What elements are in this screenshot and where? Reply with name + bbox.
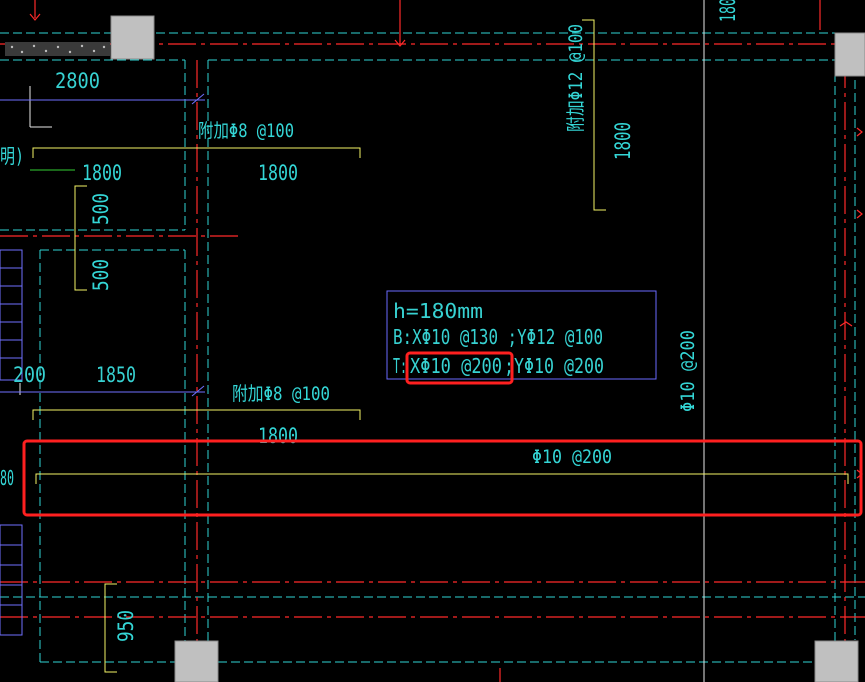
slab-thickness: h=180mm [393,299,483,323]
dim-500-a: 500 [89,193,113,225]
slab-top-rebar-prefix: T: [393,354,407,378]
dim-1800-mid: 1800 [258,161,298,185]
dim-950: 950 [114,610,138,642]
beam-lines [0,32,865,663]
blue-dim-lines [0,93,205,636]
hatch-dots [10,44,106,54]
dim-200: 200 [13,363,46,387]
rebar-lines [32,19,849,673]
slab-note[interactable]: h=180mm B:XΦ10 @130 ;YΦ12 @100 T: XΦ10 @… [386,290,657,380]
dim-1800-left: 1800 [82,161,122,185]
left-edge-fragment: 明) [0,144,24,168]
label-right-vertical: Φ10 @200 [677,330,699,412]
highlight-large-box [22,439,863,517]
slab-top-rebar-y: ;YΦ10 @200 [504,354,604,378]
label-add-top: 附加Φ8 @100 [198,120,294,142]
column-top-left [110,15,155,60]
label-add-lower: 附加Φ8 @100 [232,383,330,405]
dim-180-top: 180 [716,0,740,22]
highlight-annotations [22,351,863,517]
label-highlighted-bar: Φ10 @200 [532,446,612,468]
slab-note-box [386,290,657,380]
dim-500-b: 500 [89,259,113,291]
column-bottom-left [174,640,219,682]
column-top-right [834,32,865,77]
label-add-right-vertical: 附加Φ12 @100 [565,24,587,132]
slab-top-rebar-x: XΦ10 @200 [410,354,502,378]
hatched-strip [5,42,110,56]
dim-1850: 1850 [96,363,136,387]
left-edge-digits: 80 [0,466,14,490]
dim-1800-lower: 1800 [258,424,298,448]
white-lines [19,0,705,682]
highlight-small-box [405,351,514,385]
axis-arrows [29,13,863,479]
columns [110,15,865,682]
dim-2800: 2800 [55,69,100,93]
dim-1800-right-vertical: 1800 [611,122,635,160]
column-bottom-right [814,640,859,682]
slab-bottom-rebar: B:XΦ10 @130 ;YΦ12 @100 [393,325,603,349]
